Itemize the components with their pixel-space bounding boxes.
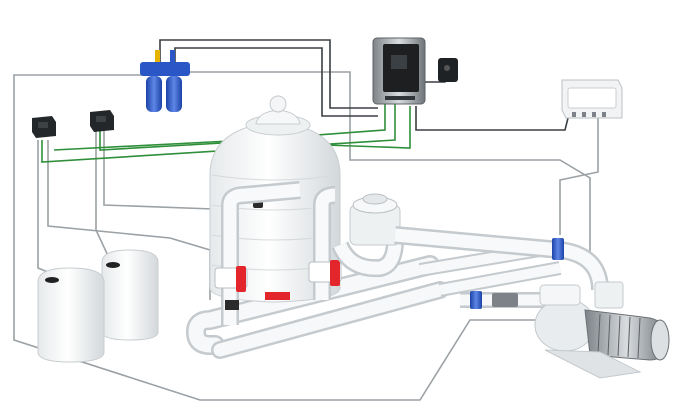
pipe-loop-front — [185, 255, 449, 359]
multiport-valve — [331, 193, 404, 278]
cartridge-filter — [140, 50, 190, 112]
wall-timer — [561, 79, 623, 119]
chemical-tank-back — [101, 249, 159, 341]
circulation-pump — [534, 281, 670, 379]
controller-sensor — [438, 58, 458, 82]
dosing-pump-right — [90, 110, 114, 132]
pool-controller — [372, 37, 426, 105]
filter-valve-pipes — [214, 181, 342, 325]
dosing-pump-left — [32, 116, 56, 138]
chemical-tank-front — [37, 267, 105, 363]
grey-wiring — [13, 71, 599, 401]
pump-manifold — [418, 243, 562, 309]
